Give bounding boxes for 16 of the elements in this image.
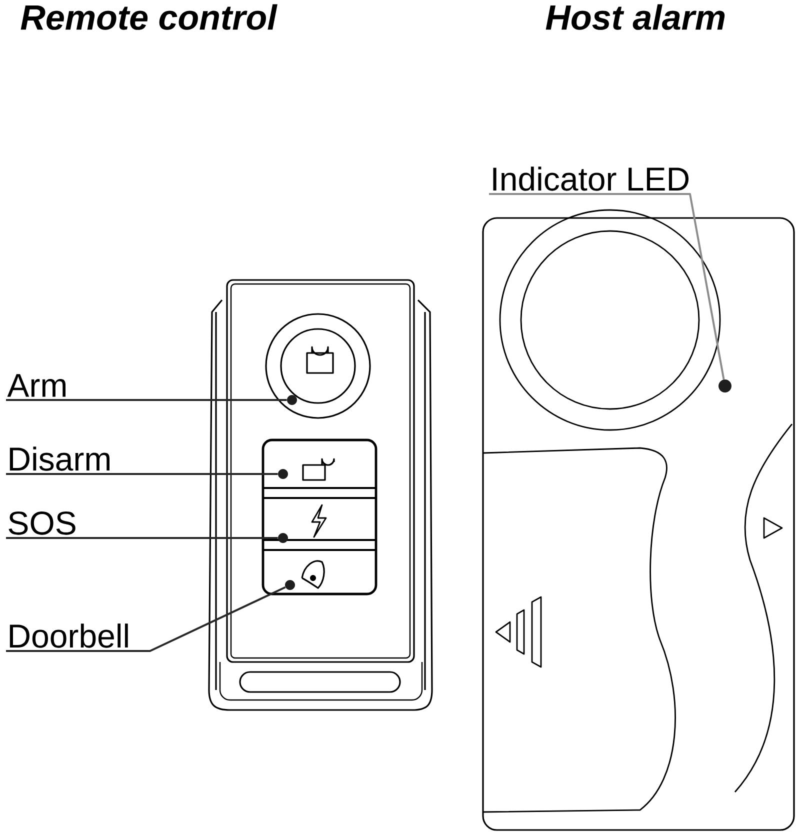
marker-dot xyxy=(287,395,297,405)
part-label: Indicator LED xyxy=(493,166,688,191)
part-label: SOS xyxy=(8,511,76,535)
leader-line xyxy=(6,586,286,652)
indicator-led xyxy=(718,380,732,392)
marker-dot xyxy=(285,580,295,590)
marker-dot xyxy=(278,533,288,543)
part-label: Arm xyxy=(7,374,66,397)
part-label: Disarm xyxy=(10,446,110,471)
panel-heading: Host alarm xyxy=(546,4,725,30)
marker-dot xyxy=(278,469,288,479)
leader-line xyxy=(489,193,725,380)
panel-heading: Remote control xyxy=(20,4,278,30)
part-label: Doorbell xyxy=(10,624,128,648)
leader-line xyxy=(6,537,278,539)
leader-line xyxy=(6,473,278,475)
